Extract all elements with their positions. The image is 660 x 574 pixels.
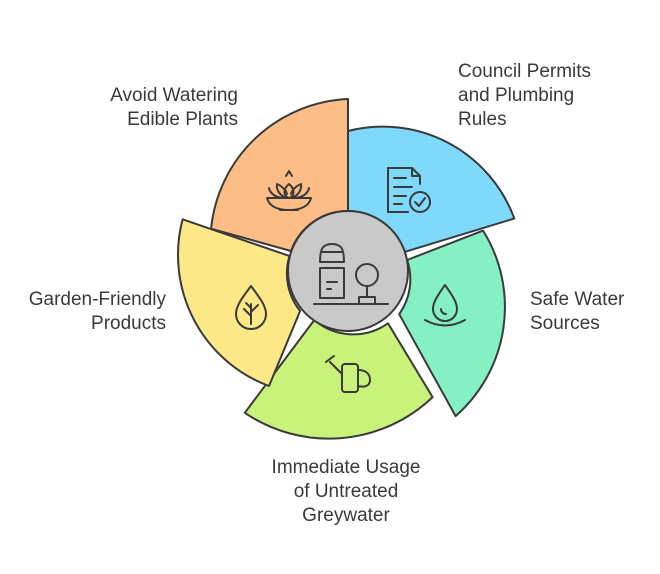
label-line: of Untreated <box>293 481 399 502</box>
label-line: Immediate Usage <box>271 457 421 478</box>
label-safe-water: Safe Water Sources <box>530 288 624 336</box>
label-line: Safe Water <box>530 289 625 310</box>
label-line: and Plumbing <box>458 85 575 106</box>
label-line: Rules <box>458 109 507 130</box>
segment-immediate-shape <box>243 319 434 440</box>
center-circle <box>287 210 409 332</box>
segment-immediate-usage <box>243 319 434 440</box>
label-line: Avoid Watering <box>110 85 238 106</box>
label-line: Council Permits <box>458 61 592 82</box>
center-hub <box>287 210 409 332</box>
label-garden-friendly: Garden-Friendly Products <box>29 288 166 336</box>
water-drop-icon <box>424 284 466 327</box>
segment-safe-water <box>398 229 506 418</box>
segment-safe-shape <box>398 229 506 418</box>
label-line: Greywater <box>302 505 390 526</box>
label-line: Garden-Friendly <box>28 289 166 310</box>
label-line: Edible Plants <box>127 109 238 130</box>
label-council-permits: Council Permits and Plumbing Rules <box>458 60 591 132</box>
watering-can-icon <box>325 355 371 393</box>
document-check-icon <box>387 167 431 213</box>
label-immediate-usage: Immediate Usage of Untreated Greywater <box>246 456 446 528</box>
lotus-bowl-icon <box>266 170 312 211</box>
label-line: Sources <box>530 313 600 334</box>
label-line: Products <box>91 313 166 334</box>
label-edible-plants: Avoid Watering Edible Plants <box>110 84 238 132</box>
segment-garden-friendly <box>177 218 302 387</box>
plant-drop-icon <box>235 285 267 330</box>
water-dispenser-and-tree-icon <box>313 243 389 305</box>
